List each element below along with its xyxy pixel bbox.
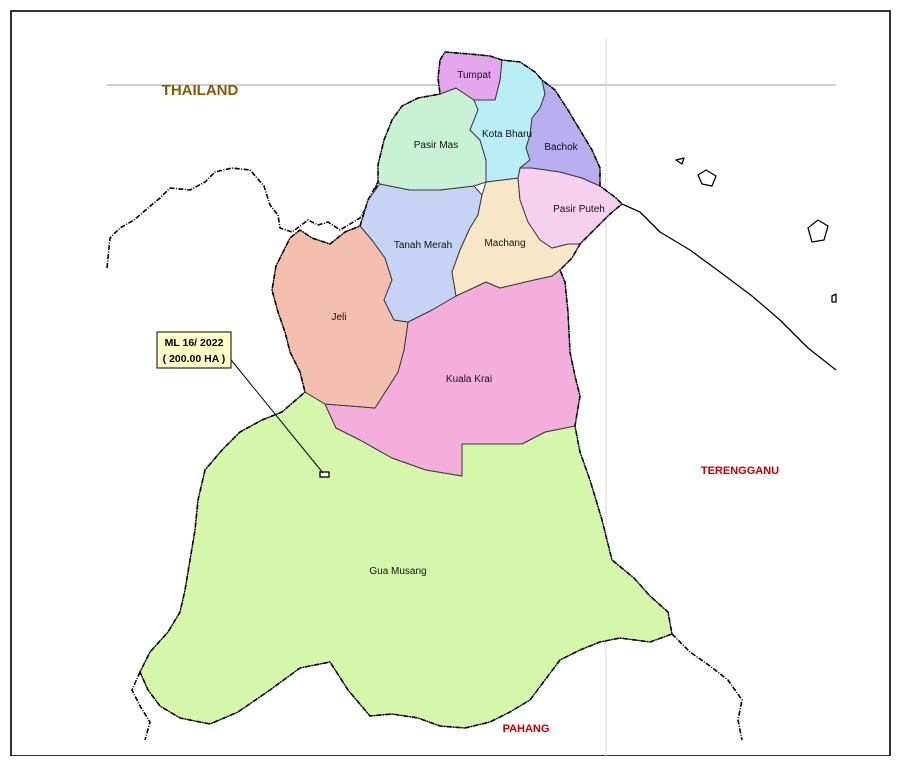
project-site-marker[interactable]: [319, 471, 330, 478]
label-kuala-krai: Kuala Krai: [446, 374, 492, 385]
callout-box: [156, 331, 232, 369]
island-dot: [831, 293, 837, 303]
label-pahang: PAHANG: [503, 723, 550, 735]
callout-leader-line: [222, 349, 324, 474]
label-pasir-mas: Pasir Mas: [414, 140, 458, 151]
label-thailand: THAILAND: [162, 82, 239, 99]
callout-line-2: ( 200.00 HA ): [163, 353, 226, 365]
thailand-border: [106, 167, 379, 269]
pahang-border: [671, 633, 743, 741]
label-tanah-merah: Tanah Merah: [394, 240, 452, 251]
terengganu-coastline: [621, 203, 837, 371]
island-east: [807, 219, 829, 243]
callout-line-1: ML 16/ 2022: [165, 337, 224, 349]
label-terengganu: TERENGGANU: [701, 465, 779, 477]
island-small: [675, 157, 685, 165]
label-pasir-puteh: Pasir Puteh: [553, 204, 605, 215]
pahang-border-west: [131, 671, 151, 741]
label-bachok: Bachok: [544, 142, 578, 153]
site-callout[interactable]: ML 16/ 2022 ( 200.00 HA ): [156, 331, 232, 369]
label-kota-bharu: Kota Bharu: [482, 129, 532, 140]
label-machang: Machang: [484, 238, 525, 249]
label-tumpat: Tumpat: [457, 70, 491, 81]
district-bachok[interactable]: [519, 79, 601, 187]
island-north: [697, 169, 717, 187]
label-gua-musang: Gua Musang: [369, 566, 426, 577]
label-jeli: Jeli: [331, 312, 346, 323]
